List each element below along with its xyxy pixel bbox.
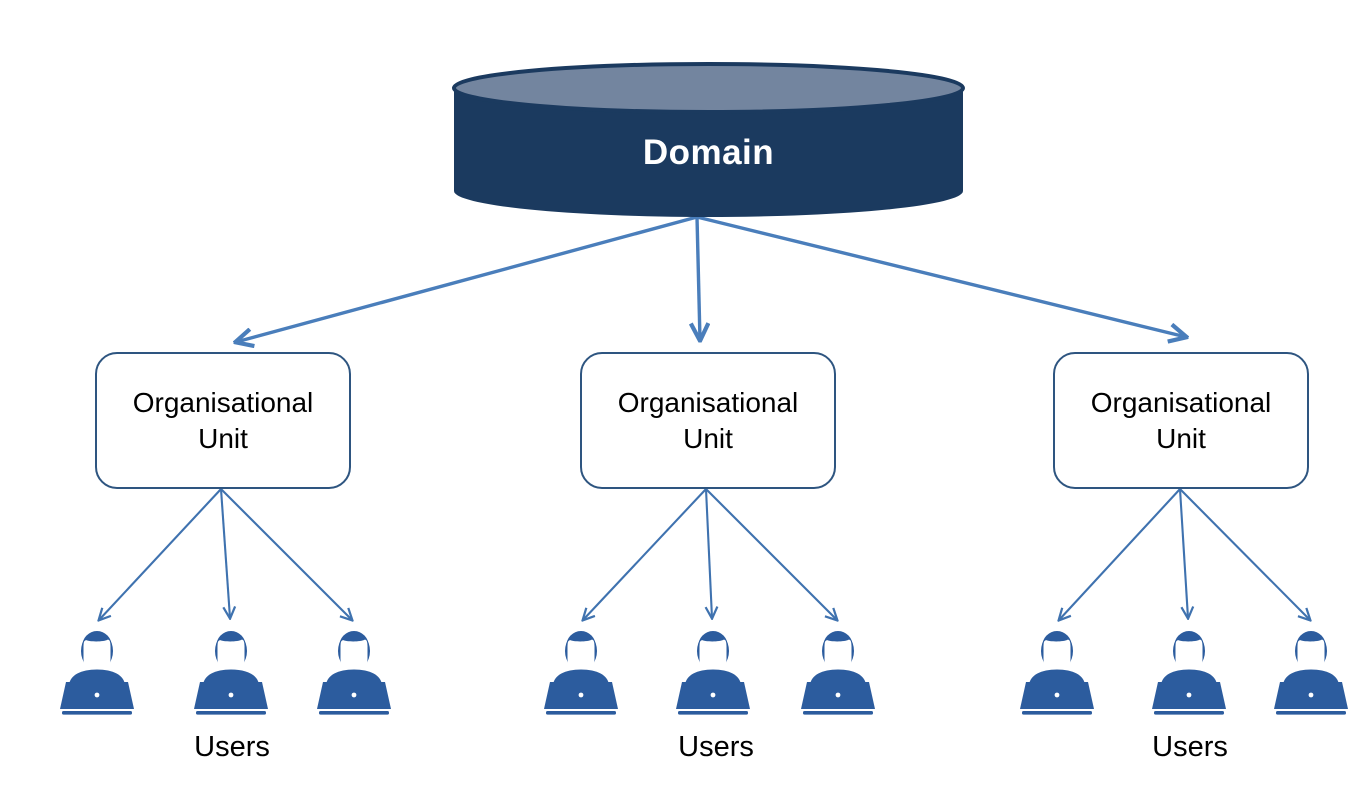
edge-domain-to-ou-3 [696, 215, 1186, 337]
ou-label-line1: Organisational [617, 386, 799, 418]
user-icon[interactable] [1018, 625, 1096, 717]
ou-label-line1: Organisational [1090, 386, 1272, 418]
user-icon[interactable] [1150, 625, 1228, 717]
cylinder-shape [452, 62, 965, 217]
user-icon[interactable] [58, 625, 136, 717]
user-icon[interactable] [674, 625, 752, 717]
organisational-unit-label-3: Organisational Unit [1077, 385, 1286, 457]
domain-label: Domain [642, 132, 775, 172]
organisational-unit-box-3[interactable]: Organisational Unit [1053, 352, 1309, 489]
ou-label-line1: Organisational [132, 386, 314, 418]
edge-ou-2-to-user-2 [706, 488, 712, 618]
edge-ou-1-to-user-3 [220, 488, 352, 620]
users-label-1: Users [194, 731, 270, 763]
organisational-unit-label-1: Organisational Unit [119, 385, 328, 457]
edge-ou-3-to-user-1 [1059, 488, 1181, 620]
edge-ou-3-to-user-2 [1178, 488, 1188, 618]
organisational-unit-box-2[interactable]: Organisational Unit [580, 352, 836, 489]
ou-label-line2: Unit [683, 422, 733, 454]
organisational-unit-label-2: Organisational Unit [604, 385, 813, 457]
ou-label-line2: Unit [198, 422, 248, 454]
ou-label-line2: Unit [1156, 422, 1206, 454]
organisational-unit-box-1[interactable]: Organisational Unit [95, 352, 351, 489]
edge-domain-to-ou-2 [697, 216, 700, 340]
edge-ou-1-to-user-2 [219, 488, 230, 618]
edge-ou-2-to-user-1 [583, 488, 707, 620]
edge-ou-3-to-user-3 [1179, 488, 1310, 620]
user-icon[interactable] [192, 625, 270, 717]
edge-ou-1-to-user-1 [99, 488, 222, 620]
user-icon[interactable] [799, 625, 877, 717]
users-label-2: Users [678, 731, 754, 763]
user-icon[interactable] [1272, 625, 1350, 717]
edge-domain-to-ou-1 [236, 215, 698, 342]
user-icon[interactable] [315, 625, 393, 717]
domain-cylinder[interactable]: Domain [452, 62, 965, 217]
users-label-3: Users [1152, 731, 1228, 763]
user-icon[interactable] [542, 625, 620, 717]
edge-ou-2-to-user-3 [705, 488, 837, 620]
